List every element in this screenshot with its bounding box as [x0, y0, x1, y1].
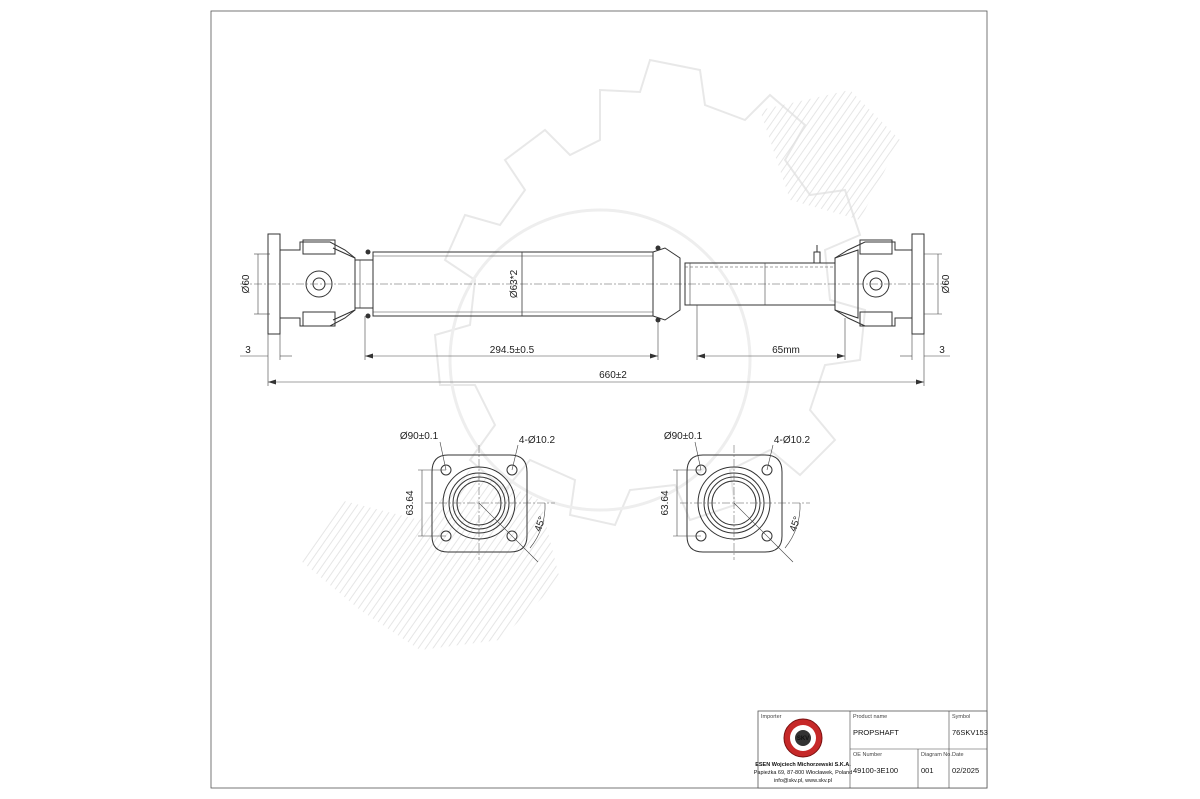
dim-span-right: 65mm — [772, 345, 800, 356]
importer-address: Papieżka 69, 87-800 Włocławek, Poland — [754, 770, 852, 776]
date-value: 02/2025 — [952, 766, 979, 775]
dim-span-left: 294.5±0.5 — [490, 345, 535, 356]
diagram-caption: Diagram No. — [921, 752, 952, 758]
title-block: SKV — [757, 710, 988, 789]
dim-tube-dia: Ø63*2 — [509, 269, 520, 298]
importer-name: ESEN Wojciech Michorzewski S.K.A. — [755, 762, 851, 768]
logo-text: SKV — [797, 736, 809, 742]
dim-offset-left: 3 — [245, 345, 251, 356]
symbol-value: 76SKV153 — [952, 728, 988, 737]
importer-contact: info@skv.pl, www.skv.pl — [774, 778, 832, 784]
flange-left-height: 63.64 — [405, 490, 416, 515]
product-name: PROPSHAFT — [853, 728, 899, 737]
product-caption: Product name — [853, 714, 887, 720]
flange-right-holes: 4-Ø10.2 — [774, 435, 811, 446]
flange-left-angle: 45° — [533, 515, 549, 533]
importer-caption: Importer — [761, 714, 782, 720]
symbol-caption: Symbol — [952, 714, 970, 720]
flange-left-holes: 4-Ø10.2 — [519, 435, 556, 446]
oe-caption: OE Number — [853, 752, 882, 758]
flange-right-height: 63.64 — [660, 490, 671, 515]
dim-overall: 660±2 — [599, 370, 627, 381]
flange-left-view — [418, 441, 555, 563]
flange-right-view — [673, 441, 810, 563]
dim-offset-right: 3 — [939, 345, 945, 356]
watermark-gear — [300, 58, 900, 650]
drawing-frame — [210, 10, 988, 789]
dim-dia-left: Ø60 — [241, 274, 252, 293]
flange-right-pcd: Ø90±0.1 — [664, 431, 703, 442]
dim-dia-right: Ø60 — [941, 274, 952, 293]
flange-right-angle: 45° — [788, 515, 804, 533]
flange-left-pcd: Ø90±0.1 — [400, 431, 439, 442]
diagram-number: 001 — [921, 766, 934, 775]
propshaft-side-view — [240, 233, 950, 335]
dimension-lines — [240, 252, 950, 386]
date-caption: Date — [952, 752, 964, 758]
oe-number: 49100-3E100 — [853, 766, 898, 775]
